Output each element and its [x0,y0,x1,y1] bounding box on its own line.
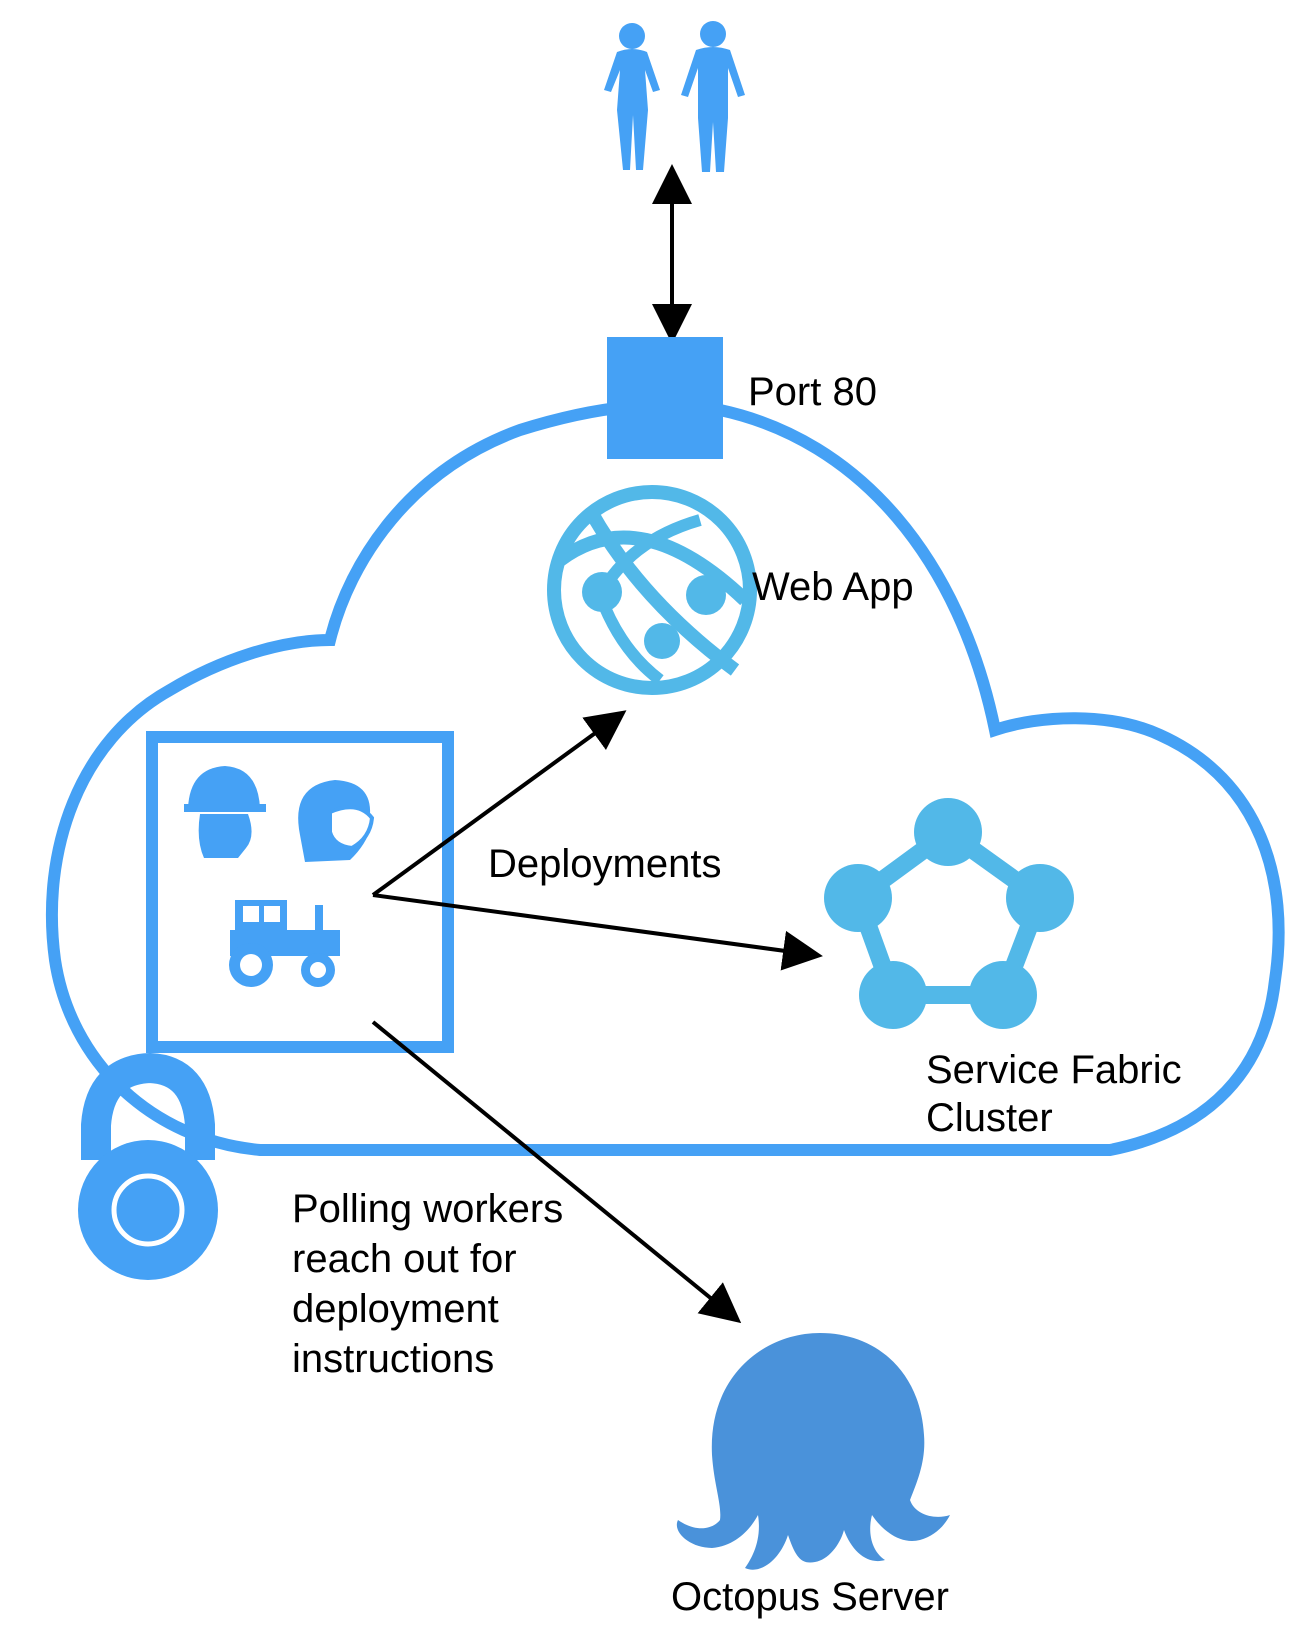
deploy-arrow-service-fabric [372,893,823,971]
polling-arrow [371,1020,742,1324]
people-icon [604,21,745,172]
service-fabric-icon [824,798,1074,1029]
service-fabric-label-line2: Cluster [926,1096,1053,1140]
port-label: Port 80 [748,370,877,414]
polling-label-line4: instructions [292,1337,494,1381]
web-app-globe-nodes [582,572,726,659]
padlock-icon [78,1052,218,1280]
octopus-icon [676,1333,950,1570]
deployments-label: Deployments [488,842,721,886]
polling-label-line3: deployment [292,1287,499,1331]
deploy-arrow-webapp [371,710,627,897]
workers-box [146,731,454,1053]
service-fabric-label-line1: Service Fabric [926,1048,1182,1092]
polling-label-line2: reach out for [292,1237,517,1281]
tractor-icon [229,900,340,987]
port-square [607,337,723,459]
masked-worker-icon [298,780,375,862]
polling-label-line1: Polling workers [292,1187,563,1231]
hard-hat-worker-icon [184,766,266,858]
web-app-label: Web App [752,565,914,609]
octopus-server-label: Octopus Server [671,1575,949,1619]
